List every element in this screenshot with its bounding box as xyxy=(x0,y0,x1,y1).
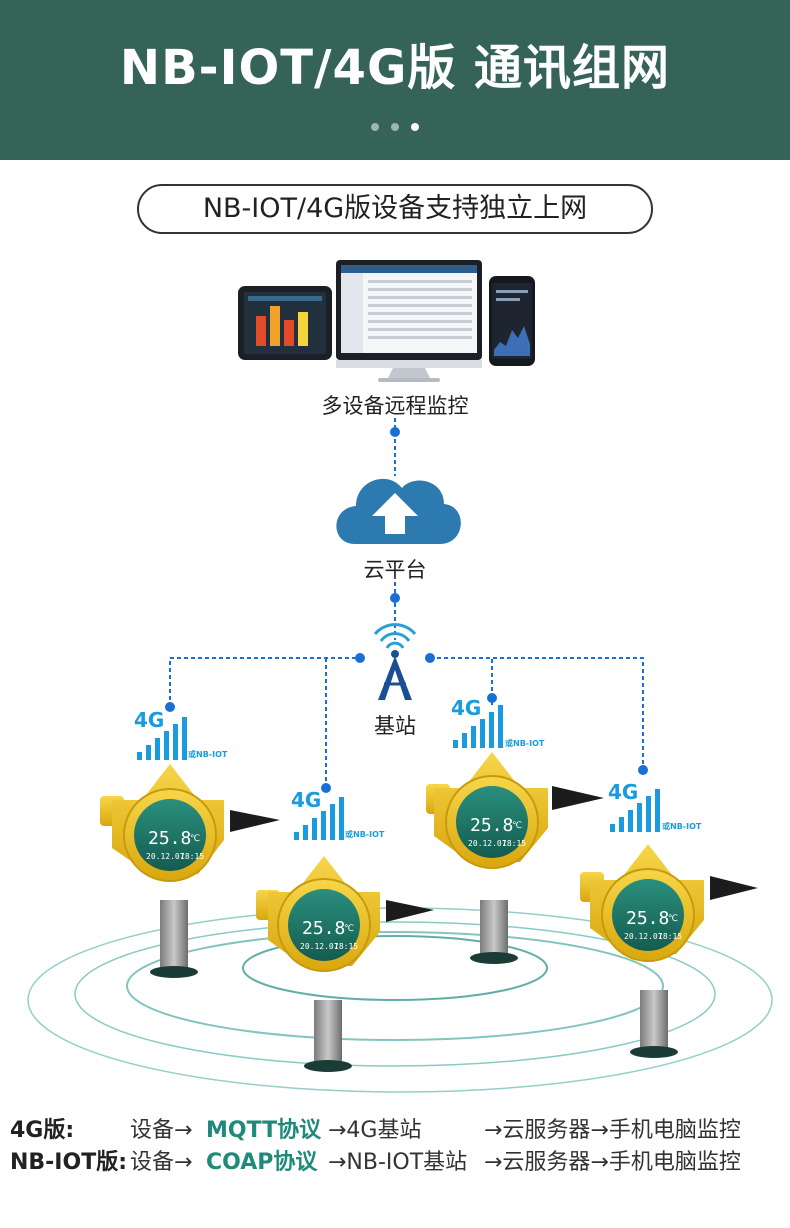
device-2-temp: 25.8 xyxy=(302,918,346,939)
cloud-label: 云平台 xyxy=(363,558,427,582)
signal-badges xyxy=(137,705,660,840)
signal-alt-1: 或NB-IOT xyxy=(188,750,228,759)
legend-suffix: →云服务器→手机电脑监控 xyxy=(484,1118,741,1143)
cloud-icon xyxy=(336,478,461,544)
device-1-time: 18:15 xyxy=(180,852,205,861)
signal-label-4: 4G xyxy=(608,780,639,804)
device-3-unit: ℃ xyxy=(512,821,523,831)
header-banner: NB-IOT/4G版 通讯组网 xyxy=(0,0,790,160)
desktop-monitor-icon xyxy=(336,260,482,382)
signal-bars-icon xyxy=(294,797,344,840)
legend-prefix: 设备→ xyxy=(130,1150,193,1175)
carousel-dot-1[interactable] xyxy=(370,123,379,131)
device-2-unit: ℃ xyxy=(344,924,355,934)
signal-alt-3: 或NB-IOT xyxy=(505,739,545,748)
signal-label-2: 4G xyxy=(291,788,322,812)
device-1-date: 20.12.07 xyxy=(146,852,185,861)
device-4-unit: ℃ xyxy=(668,914,679,924)
signal-badge-4 xyxy=(610,789,660,832)
legend-prefix: 设备→ xyxy=(130,1118,193,1143)
device-3-date: 20.12.07 xyxy=(468,839,507,848)
signal-badge-1 xyxy=(137,717,187,760)
signal-bars-icon xyxy=(610,789,660,832)
connector-dot xyxy=(390,427,400,437)
network-diagram xyxy=(27,260,773,1093)
signal-label-3: 4G xyxy=(451,696,482,720)
carousel-dot-3[interactable] xyxy=(411,123,420,131)
legend-mid: →NB-IOT基站 xyxy=(328,1150,468,1175)
device-3-temp: 25.8 xyxy=(470,815,514,836)
gas-detector-2 xyxy=(256,856,434,1072)
gas-detector-4 xyxy=(580,844,758,1058)
monitor-label: 多设备远程监控 xyxy=(321,394,469,418)
smartphone-icon xyxy=(489,276,535,366)
gas-detector-1 xyxy=(100,764,280,978)
signal-badge-2 xyxy=(294,797,344,840)
legend-tag: NB-IOT版: xyxy=(10,1150,128,1175)
connector-dot xyxy=(390,593,400,603)
legend-tag: 4G版: xyxy=(10,1118,75,1143)
legend-mid: →4G基站 xyxy=(328,1118,422,1143)
base-station-icon xyxy=(373,623,417,700)
legend-protocol: COAP协议 xyxy=(206,1150,318,1175)
device-1-temp: 25.8 xyxy=(148,828,192,849)
device-2-date: 20.12.07 xyxy=(300,942,339,951)
device-4-time: 18:15 xyxy=(658,932,683,941)
signal-alt-4: 或NB-IOT xyxy=(662,822,702,831)
gas-detector-3 xyxy=(426,752,604,964)
signal-alt-2: 或NB-IOT xyxy=(345,830,385,839)
carousel-dots xyxy=(0,118,790,136)
tablet-icon xyxy=(238,286,332,360)
signal-bars-icon xyxy=(137,717,187,760)
device-3-time: 18:15 xyxy=(502,839,527,848)
device-1-unit: ℃ xyxy=(190,834,201,844)
sensor-devices xyxy=(100,752,758,1072)
page-title: NB-IOT/4G版 通讯组网 xyxy=(119,40,671,96)
carousel-dot-2[interactable] xyxy=(391,123,399,131)
legend-suffix: →云服务器→手机电脑监控 xyxy=(484,1150,741,1175)
subtitle-pill: NB-IOT/4G版设备支持独立上网 xyxy=(137,184,653,234)
device-4-date: 20.12.07 xyxy=(624,932,663,941)
signal-bars-icon xyxy=(453,705,503,748)
base-station-label: 基站 xyxy=(374,714,416,738)
device-2-time: 18:15 xyxy=(334,942,359,951)
legend-protocol: MQTT协议 xyxy=(206,1118,322,1143)
signal-label-1: 4G xyxy=(134,708,165,732)
device-4-temp: 25.8 xyxy=(626,908,670,929)
signal-badge-3 xyxy=(453,705,503,748)
